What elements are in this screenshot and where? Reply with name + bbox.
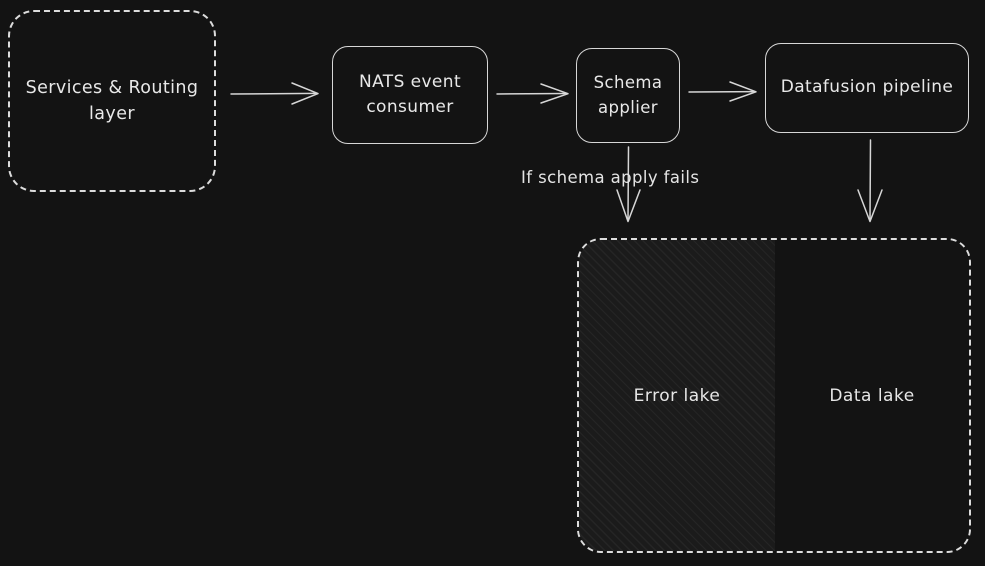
edge-services-to-nats	[230, 82, 319, 105]
node-schema-applier-label: Schema applier	[594, 71, 663, 121]
node-label-line2: layer	[89, 104, 135, 124]
node-label-line2: consumer	[366, 97, 454, 117]
node-label-line2: applier	[598, 97, 658, 117]
node-services-routing-layer[interactable]: Services & Routing layer	[8, 10, 216, 192]
node-datafusion-pipeline[interactable]: Datafusion pipeline	[765, 43, 969, 133]
region-error-lake-label: Error lake	[633, 385, 721, 406]
region-data-lake-label: Data lake	[829, 385, 915, 406]
node-label-line1: Schema	[593, 72, 663, 92]
edge-label-if-schema-apply-fails: If schema apply fails	[521, 168, 700, 187]
node-schema-applier[interactable]: Schema applier	[576, 48, 680, 143]
lakes-container: Error lake Data lake	[577, 238, 971, 553]
node-label-line1: NATS event	[358, 71, 462, 92]
node-nats-event-consumer[interactable]: NATS event consumer	[332, 46, 488, 144]
edge-datafusion-to-data-lake	[857, 139, 883, 223]
edge-schema-to-datafusion	[688, 81, 757, 102]
edge-nats-to-schema	[496, 83, 569, 104]
node-datafusion-pipeline-label: Datafusion pipeline	[780, 77, 954, 98]
region-error-lake[interactable]: Error lake	[579, 240, 775, 551]
region-data-lake[interactable]: Data lake	[775, 240, 969, 551]
node-nats-event-consumer-label: NATS event consumer	[359, 70, 461, 121]
node-services-routing-layer-label: Services & Routing layer	[26, 75, 199, 128]
node-label-line1: Services & Routing	[25, 77, 199, 98]
